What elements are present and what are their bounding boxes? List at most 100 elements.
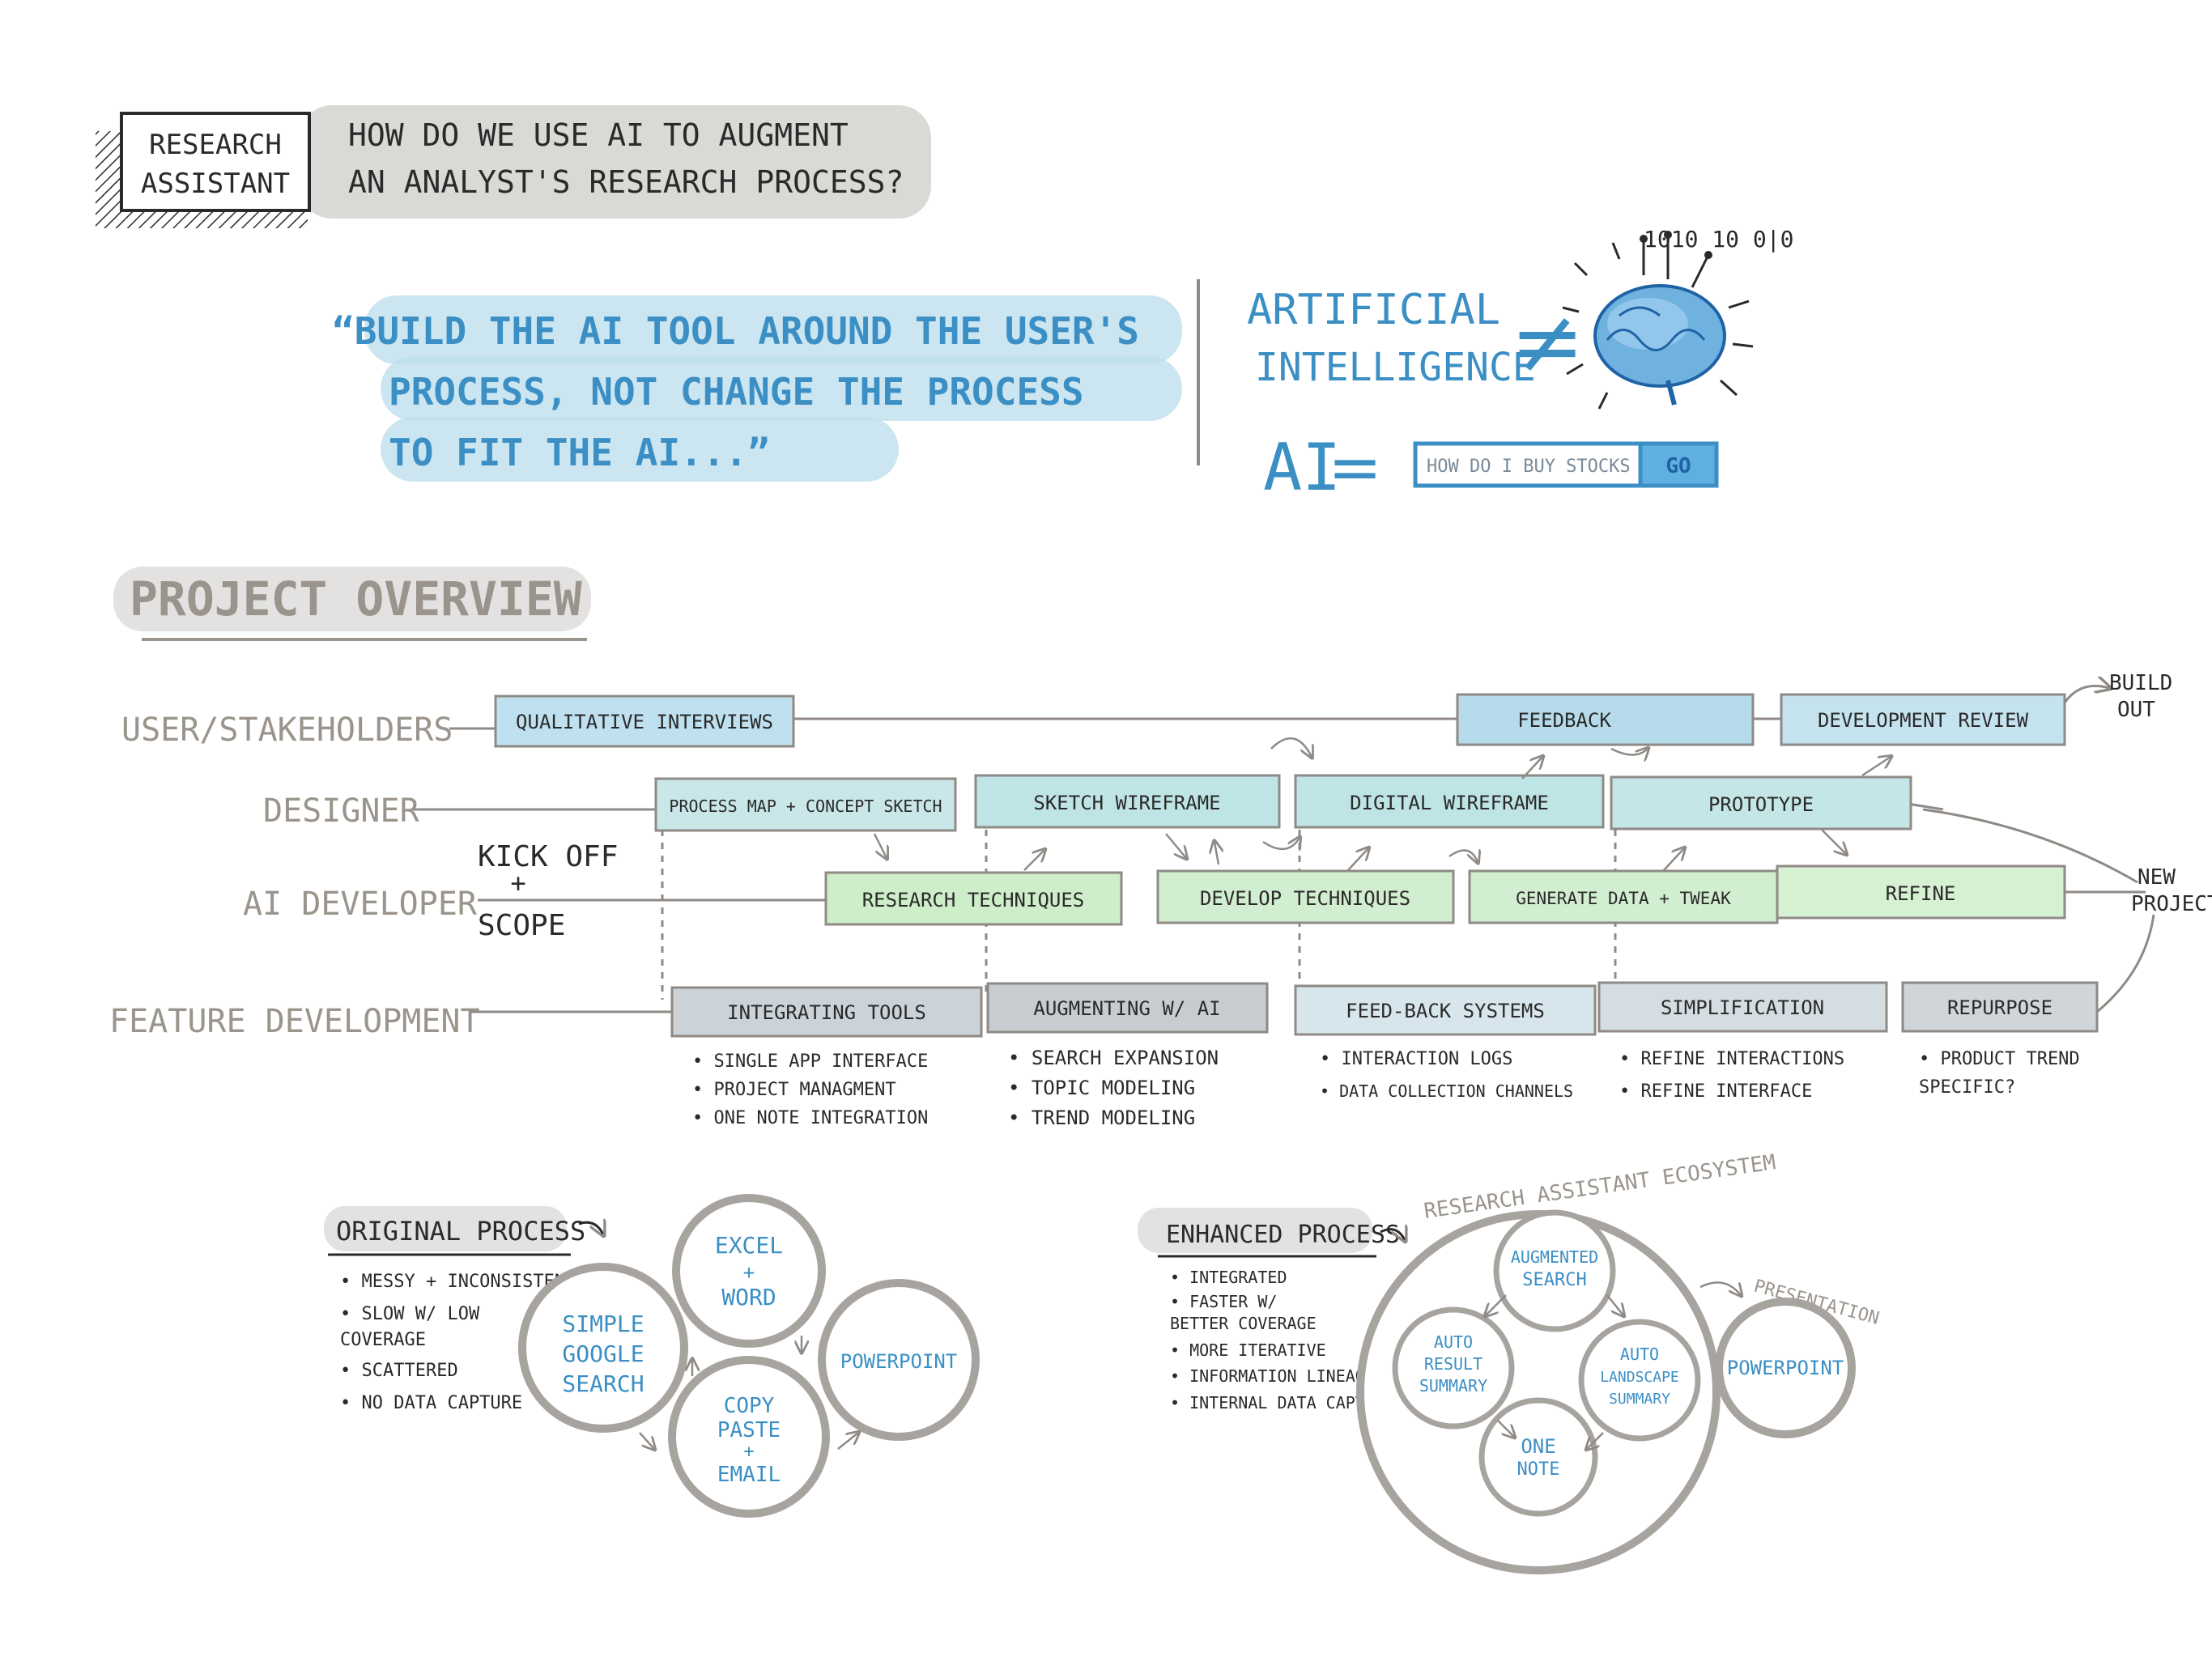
copy-line2: PASTE (717, 1418, 781, 1442)
auto-landscape-line3: SUMMARY (1609, 1391, 1670, 1408)
mock-go-button (1638, 441, 1719, 488)
enhanced-note-1: • INTEGRATED (1170, 1268, 1287, 1287)
box-label: SKETCH WIREFRAME (1033, 792, 1220, 814)
auto-result-line3: SUMMARY (1419, 1376, 1487, 1395)
mock-go-label: GO (1665, 454, 1691, 478)
box-label: DIGITAL WIREFRAME (1350, 792, 1549, 814)
google-line2: GOOGLE (562, 1340, 644, 1367)
quote-wash-1 (364, 295, 1182, 364)
project-overview: PROJECT OVERVIEW USER/STAKEHOLDERS DESIG… (109, 567, 2212, 1129)
box-qualitative-interviews (494, 695, 795, 748)
one-note-line2: NOTE (1517, 1459, 1560, 1480)
connector-arrows (873, 737, 1891, 871)
augmented-line1: AUGMENTED (1511, 1247, 1598, 1267)
lane-label-designer: DESIGNER (263, 792, 420, 830)
circle-augmented-search (1493, 1209, 1616, 1332)
excel-line3: WORD (721, 1284, 776, 1311)
original-note-2: • SLOW W/ LOW (340, 1304, 480, 1324)
original-title: ORIGINAL PROCESS (336, 1216, 585, 1247)
original-note-3: COVERAGE (340, 1330, 426, 1350)
build-out-line1: BUILD (2109, 671, 2172, 695)
enhanced-title-wash (1138, 1208, 1372, 1253)
ai-equals-label: AI (1263, 430, 1341, 505)
quote-wash-2 (381, 356, 1182, 421)
mock-search-input (1413, 441, 1643, 488)
copy-line4: EMAIL (717, 1463, 781, 1487)
note-feedback-1: • INTERACTION LOGS (1320, 1049, 1512, 1069)
box-digital-wireframe (1294, 774, 1605, 829)
note-simplification-2: • REFINE INTERFACE (1619, 1081, 1812, 1102)
google-line3: SEARCH (562, 1370, 644, 1397)
box-label: QUALITATIVE INTERVIEWS (516, 711, 773, 733)
box-feedback (1456, 693, 1755, 746)
box-label: INTEGRATING TOOLS (727, 1001, 926, 1024)
box-refine (1776, 864, 2066, 920)
circle-powerpoint-original (818, 1279, 980, 1441)
brain-icon (1562, 231, 1754, 410)
kickoff-line2: SCOPE (478, 909, 565, 942)
note-integrating-3: • ONE NOTE INTEGRATION (692, 1108, 928, 1128)
overview-title-wash (113, 567, 591, 631)
enhanced-note-2: • FASTER W/ (1170, 1292, 1277, 1311)
ai-def-line1: ARTIFICIAL (1247, 286, 1500, 334)
circle-auto-landscape (1578, 1319, 1701, 1442)
box-sketch-wireframe (974, 774, 1281, 829)
original-note-5: • NO DATA CAPTURE (340, 1393, 522, 1413)
note-augmenting-3: • TREND MODELING (1008, 1107, 1195, 1129)
note-integrating-2: • PROJECT MANAGMENT (692, 1080, 896, 1100)
overview-title: PROJECT OVERVIEW (130, 571, 582, 627)
badge-line2: ASSISTANT (141, 168, 290, 200)
circle-excel-word (672, 1194, 826, 1348)
box-label: REPURPOSE (1947, 996, 2052, 1019)
auto-result-line2: RESULT (1424, 1354, 1482, 1374)
circle-powerpoint-enhanced (1715, 1298, 1856, 1438)
box-augmenting-ai (986, 982, 1269, 1034)
box-prototype (1610, 775, 1912, 830)
mock-search-text: HOW DO I BUY STOCKS (1427, 457, 1631, 477)
research-assistant-badge (120, 112, 311, 212)
original-note-4: • SCATTERED (340, 1361, 458, 1381)
original-title-arrow (578, 1222, 603, 1234)
enhanced-title: ENHANCED PROCESS (1166, 1221, 1400, 1249)
note-feedback-2: • DATA COLLECTION CHANNELS (1320, 1081, 1573, 1101)
box-research-techniques (824, 871, 1123, 926)
auto-result-line1: AUTO (1434, 1332, 1473, 1352)
lane-label-ai-dev: AI DEVELOPER (243, 886, 478, 923)
note-simplification-1: • REFINE INTERACTIONS (1619, 1049, 1844, 1069)
note-integrating-1: • SINGLE APP INTERFACE (692, 1051, 928, 1072)
new-project-line1: NEW (2138, 865, 2176, 890)
auto-landscape-line2: LANDSCAPE (1600, 1369, 1679, 1386)
augmented-line2: SEARCH (1522, 1270, 1586, 1290)
quote-line3: TO FIT THE AI...” (389, 431, 770, 474)
google-line1: SIMPLE (562, 1311, 644, 1337)
circle-auto-result (1392, 1306, 1515, 1429)
box-develop-techniques (1156, 869, 1455, 924)
excel-line2: + (743, 1261, 755, 1284)
ppt-enhanced-label: POWERPOINT (1727, 1357, 1844, 1379)
original-process: ORIGINAL PROCESS • MESSY + INCONSISTENT … (324, 1194, 980, 1518)
box-label: FEED-BACK SYSTEMS (1346, 1000, 1545, 1022)
ppt-original-label: POWERPOINT (840, 1350, 958, 1373)
ai-definition: ARTIFICIAL INTELLIGENCE ≠ (1247, 226, 1793, 505)
note-augmenting-2: • TOPIC MODELING (1008, 1077, 1195, 1099)
build-out-line2: OUT (2117, 698, 2155, 722)
enhanced-title-arrow (1380, 1230, 1405, 1240)
note-augmenting-1: • SEARCH EXPANSION (1008, 1047, 1219, 1069)
binary-digits: 1010 10 0|0 (1644, 226, 1793, 253)
box-label: GENERATE DATA + TWEAK (1516, 889, 1731, 908)
copy-line1: COPY (724, 1394, 775, 1418)
quote-wash-3 (381, 417, 899, 482)
box-label: DEVELOP TECHNIQUES (1200, 887, 1410, 910)
question-line1: HOW DO WE USE AI TO AUGMENT (348, 117, 849, 153)
not-equal-sign: ≠ (1510, 290, 1585, 393)
box-label: REFINE (1886, 882, 1956, 905)
question-wash (300, 105, 931, 219)
kickoff-plus: + (510, 868, 525, 898)
box-integrating-tools (670, 986, 983, 1038)
header: RESEARCH ASSISTANT HOW DO WE USE AI TO A… (96, 105, 931, 228)
box-development-review (1780, 693, 2066, 746)
note-repurpose-2: SPECIFIC? (1919, 1077, 2015, 1098)
circle-copy-paste (668, 1356, 830, 1518)
